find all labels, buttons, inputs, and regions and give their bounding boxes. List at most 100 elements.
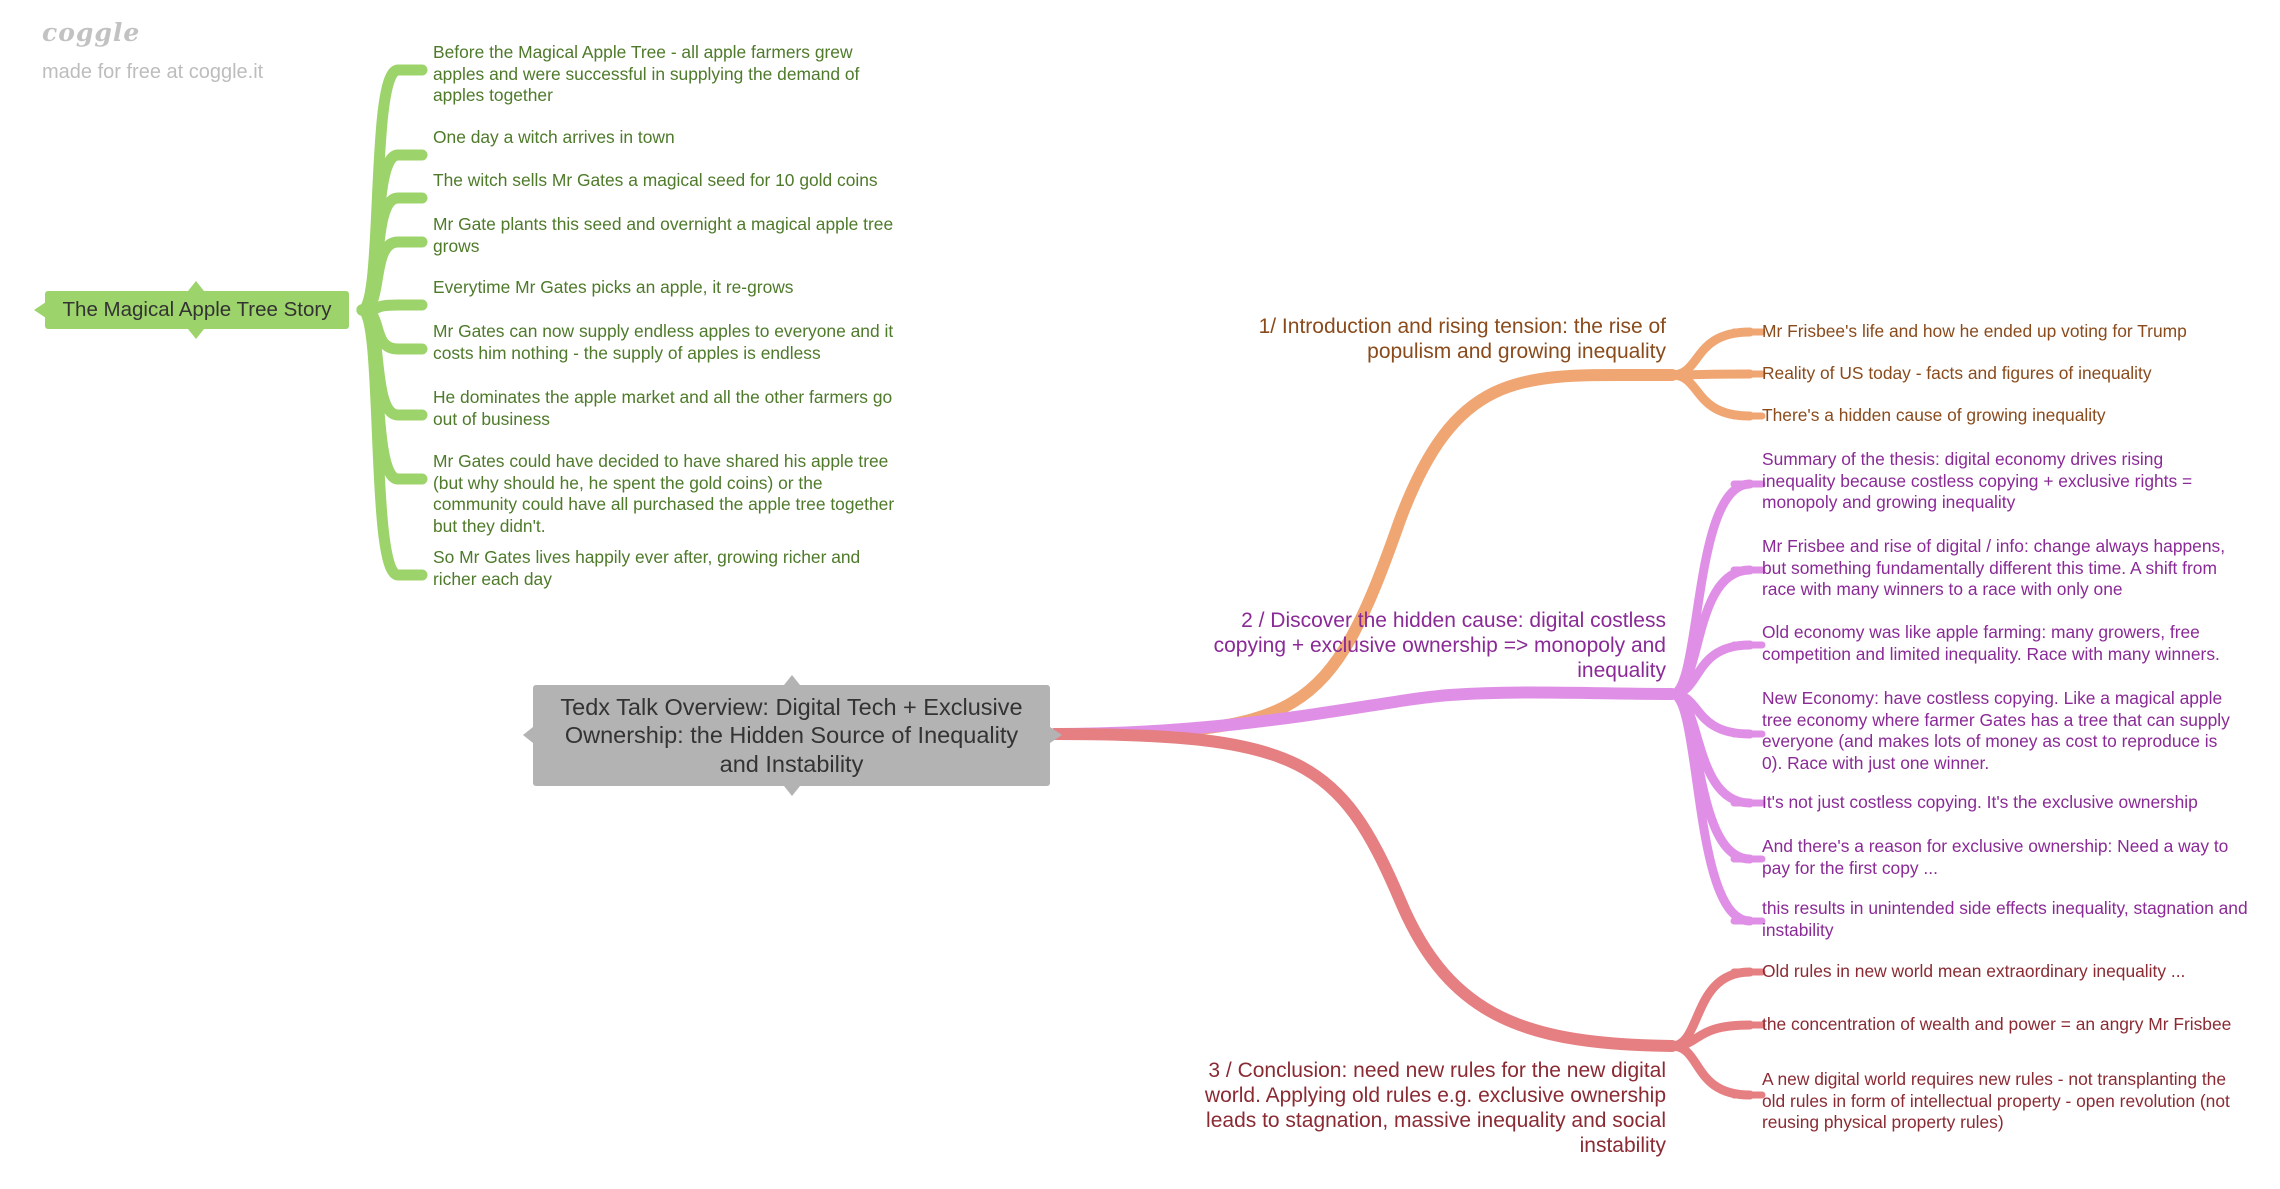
conclusion-item-line: the concentration of wealth and power = … bbox=[1762, 1014, 2232, 1034]
discover-branch-connector bbox=[1049, 686, 1678, 740]
root-pointer-right bbox=[1050, 727, 1062, 743]
made-with-coggle-link[interactable]: made for free at coggle.it bbox=[42, 61, 264, 83]
root-pointer-left bbox=[523, 727, 533, 743]
conclusion-item[interactable]: Old rules in new world mean extraordinar… bbox=[1762, 961, 2185, 983]
story-item-line: One day a witch arrives in town bbox=[433, 127, 675, 147]
discover-item-line: competition and limited inequality. Race… bbox=[1762, 643, 2220, 664]
story-item-line: but they didn't. bbox=[433, 515, 546, 536]
story-item[interactable]: He dominates the apple market and all th… bbox=[433, 387, 892, 430]
intro-item[interactable]: Reality of US today - facts and figures … bbox=[1762, 363, 2152, 385]
story-pointer-left bbox=[34, 302, 46, 318]
discover-branch-title-line: copying + exclusive ownership => monopol… bbox=[1213, 634, 1666, 657]
discover-item[interactable]: Mr Frisbee and rise of digital / info: c… bbox=[1762, 536, 2225, 601]
discover-connector bbox=[1667, 689, 1755, 926]
conclusion-branch-connector bbox=[1049, 728, 1678, 1052]
conclusion-branch-title-line: 3 / Conclusion: need new rules for the n… bbox=[1208, 1059, 1666, 1082]
intro-connector bbox=[1667, 327, 1755, 380]
discover-connector bbox=[1667, 565, 1755, 699]
discover-item-line: And there's a reason for exclusive owner… bbox=[1762, 836, 2229, 856]
story-item[interactable]: Mr Gates can now supply endless apples t… bbox=[433, 321, 893, 364]
story-pointer-top bbox=[188, 281, 204, 291]
discover-item-line: inequality because costless copying + ex… bbox=[1762, 470, 2193, 491]
story-item[interactable]: The witch sells Mr Gates a magical seed … bbox=[433, 170, 878, 192]
coggle-logo[interactable]: coggle bbox=[42, 18, 141, 47]
discover-branch-title-line: inequality bbox=[1577, 659, 1666, 682]
story-item-line: apples together bbox=[433, 85, 553, 105]
intro-connector bbox=[1667, 370, 1755, 421]
story-item-line: The witch sells Mr Gates a magical seed … bbox=[433, 170, 878, 190]
story-item-line: Before the Magical Apple Tree - all appl… bbox=[433, 42, 853, 62]
discover-item-line: pay for the first copy ... bbox=[1762, 857, 1938, 878]
conclusion-item[interactable]: A new digital world requires new rules -… bbox=[1762, 1069, 2230, 1134]
story-item-line: grows bbox=[433, 235, 480, 256]
discover-item-line: Summary of the thesis: digital economy d… bbox=[1762, 449, 2164, 469]
discover-item[interactable]: Old economy was like apple farming: many… bbox=[1762, 622, 2220, 665]
intro-item[interactable]: There's a hidden cause of growing inequa… bbox=[1762, 405, 2106, 427]
discover-item-line: everyone (and makes lots of money as cos… bbox=[1762, 731, 2218, 751]
root-line: Ownership: the Hidden Source of Inequali… bbox=[564, 722, 1019, 749]
discover-item-line: New Economy: have costless copying. Like… bbox=[1762, 688, 2223, 708]
story-item-line: Mr Gates can now supply endless apples t… bbox=[433, 321, 894, 341]
story-item[interactable]: So Mr Gates lives happily ever after, gr… bbox=[433, 547, 860, 590]
story-item-line: apples and were successful in supplying … bbox=[433, 63, 860, 84]
intro-item-line: Reality of US today - facts and figures … bbox=[1762, 363, 2152, 383]
conclusion-branch-title-line: world. Applying old rules e.g. exclusive… bbox=[1204, 1084, 1666, 1107]
discover-item-line: tree economy where farmer Gates has a tr… bbox=[1762, 709, 2230, 730]
root-pointer-bottom bbox=[784, 786, 800, 796]
story-item-line: community could have all purchased the a… bbox=[433, 494, 895, 514]
story-item-line: richer each day bbox=[433, 568, 552, 589]
discover-item-line: this results in unintended side effects … bbox=[1762, 898, 2248, 918]
story-item[interactable]: Before the Magical Apple Tree - all appl… bbox=[433, 42, 859, 107]
discover-item-line: but something fundamentally different th… bbox=[1762, 557, 2217, 578]
discover-item-line: race with many winners to a race with on… bbox=[1762, 579, 2123, 599]
discover-item-line: It's not just costless copying. It's the… bbox=[1762, 792, 2198, 812]
discover-item[interactable]: Summary of the thesis: digital economy d… bbox=[1762, 449, 2192, 514]
root-node[interactable]: Tedx Talk Overview: Digital Tech + Exclu… bbox=[533, 685, 1050, 786]
root-pointer-top bbox=[784, 675, 800, 685]
intro-branch-title[interactable]: 1/ Introduction and rising tension: the … bbox=[1259, 314, 1666, 364]
conclusion-connector bbox=[1667, 1041, 1755, 1100]
discover-item-line: Old economy was like apple farming: many… bbox=[1762, 622, 2200, 642]
conclusion-item-line: A new digital world requires new rules -… bbox=[1762, 1069, 2227, 1089]
conclusion-item[interactable]: the concentration of wealth and power = … bbox=[1762, 1014, 2231, 1036]
conclusion-branch-title-line: leads to stagnation, massive inequality … bbox=[1206, 1109, 1666, 1132]
story-branch-node[interactable]: The Magical Apple Tree Story bbox=[45, 291, 349, 329]
story-item-line: Mr Gate plants this seed and overnight a… bbox=[433, 214, 894, 234]
story-item-line: Everytime Mr Gates picks an apple, it re… bbox=[433, 277, 794, 297]
conclusion-item-line: reusing physical property rules) bbox=[1762, 1112, 2004, 1132]
discover-item-line: instability bbox=[1762, 919, 1834, 940]
discover-item[interactable]: this results in unintended side effects … bbox=[1762, 898, 2248, 941]
intro-item[interactable]: Mr Frisbee's life and how he ended up vo… bbox=[1762, 321, 2187, 343]
story-item-line: So Mr Gates lives happily ever after, gr… bbox=[433, 547, 861, 567]
discover-item-line: 0). Race with just one winner. bbox=[1762, 752, 1990, 773]
intro-branch-title-line: populism and growing inequality bbox=[1367, 340, 1666, 363]
conclusion-item-line: old rules in form of intellectual proper… bbox=[1762, 1090, 2230, 1111]
discover-item-line: Mr Frisbee and rise of digital / info: c… bbox=[1762, 536, 2226, 556]
discover-item[interactable]: New Economy: have costless copying. Like… bbox=[1762, 688, 2230, 774]
discover-branch-title-line: 2 / Discover the hidden cause: digital c… bbox=[1241, 609, 1666, 632]
story-item[interactable]: Everytime Mr Gates picks an apple, it re… bbox=[433, 277, 794, 299]
root-line: Tedx Talk Overview: Digital Tech + Exclu… bbox=[560, 693, 1023, 720]
root-line: and Instability bbox=[719, 750, 864, 777]
conclusion-branch-title-line: instability bbox=[1579, 1134, 1666, 1157]
discover-item-line: monopoly and growing inequality bbox=[1762, 492, 2016, 512]
story-connector bbox=[356, 304, 428, 581]
discover-item[interactable]: It's not just costless copying. It's the… bbox=[1762, 792, 2198, 814]
conclusion-item-line: Old rules in new world mean extraordinar… bbox=[1762, 961, 2186, 981]
story-pointer-bottom bbox=[188, 329, 204, 339]
story-item-line: (but why should he, he spent the gold co… bbox=[433, 472, 823, 493]
story-item-line: costs him nothing - the supply of apples… bbox=[433, 342, 821, 363]
intro-item-line: There's a hidden cause of growing inequa… bbox=[1762, 405, 2106, 425]
conclusion-branch-title[interactable]: 3 / Conclusion: need new rules for the n… bbox=[1205, 1058, 1666, 1158]
story-item-line: out of business bbox=[433, 408, 550, 429]
story-item[interactable]: One day a witch arrives in town bbox=[433, 127, 675, 149]
intro-item-line: Mr Frisbee's life and how he ended up vo… bbox=[1762, 321, 2187, 341]
story-item[interactable]: Mr Gates could have decided to have shar… bbox=[433, 451, 894, 537]
story-item-line: He dominates the apple market and all th… bbox=[433, 387, 893, 407]
intro-branch-title-line: 1/ Introduction and rising tension: the … bbox=[1258, 315, 1666, 338]
story-item[interactable]: Mr Gate plants this seed and overnight a… bbox=[433, 214, 893, 257]
discover-item[interactable]: And there's a reason for exclusive owner… bbox=[1762, 836, 2228, 879]
discover-branch-title[interactable]: 2 / Discover the hidden cause: digital c… bbox=[1214, 608, 1666, 683]
story-item-line: Mr Gates could have decided to have shar… bbox=[433, 451, 889, 471]
